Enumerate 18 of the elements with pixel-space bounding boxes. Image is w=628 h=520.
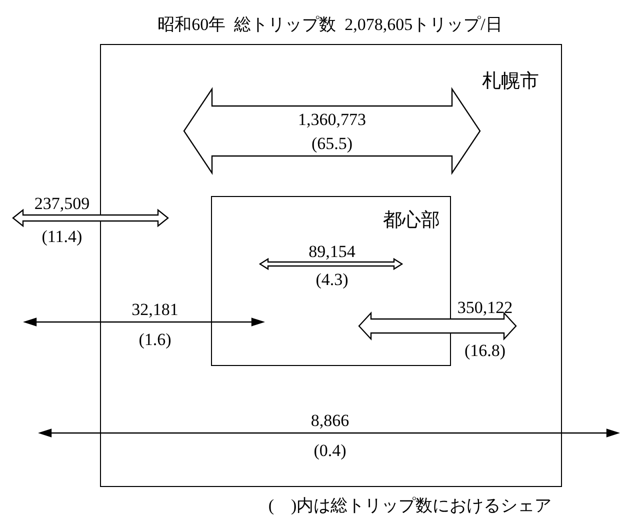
- share-percent: (16.8): [464, 342, 506, 360]
- trip-count: 237,509: [34, 195, 90, 213]
- area-name: 札幌市: [482, 72, 540, 91]
- share-percent: (1.6): [138, 331, 172, 349]
- area-boundary-box: [211, 196, 451, 366]
- trip-count: 32,181: [132, 301, 178, 319]
- trip-count: 8,866: [310, 412, 350, 430]
- caption: ( )内は総トリップ数におけるシェア: [268, 497, 552, 515]
- share-percent: (11.4): [42, 228, 82, 246]
- trip-count: 89,154: [308, 243, 356, 261]
- share-percent: (0.4): [314, 442, 346, 460]
- share-percent: (65.5): [311, 135, 353, 153]
- trip-count: 1,360,773: [298, 111, 366, 129]
- trip-count: 350,122: [457, 299, 513, 317]
- area-name: 都心部: [383, 212, 440, 230]
- area-boundary-box: [100, 44, 562, 487]
- share-percent: (4.3): [316, 271, 348, 289]
- title: 昭和60年 総トリップ数 2,078,605トリップ/日: [158, 16, 502, 34]
